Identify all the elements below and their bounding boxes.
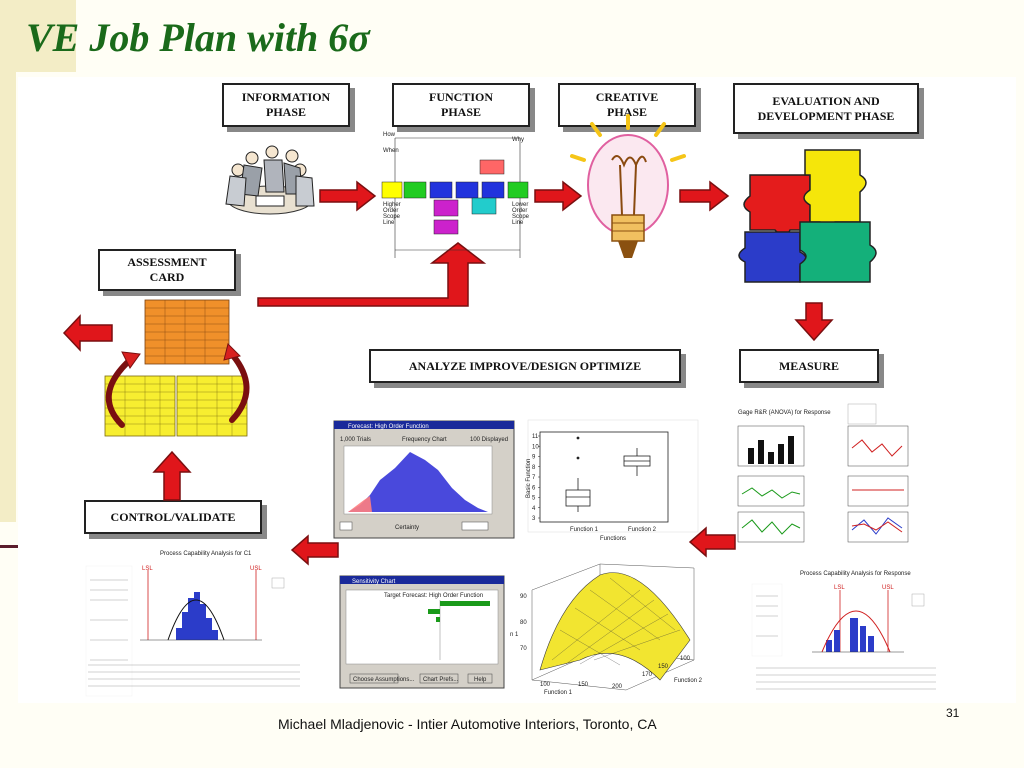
- surface-zlabel-70: 70: [520, 646, 527, 652]
- capability-right-title: Process Capability Analysis for Response: [800, 571, 911, 577]
- boxplot-ytick-label: 4: [532, 506, 536, 512]
- surface-xlabel-200: 200: [612, 684, 623, 690]
- control-validate-box: CONTROL/VALIDATE: [84, 500, 262, 534]
- capability-right-usl: USL: [882, 585, 894, 591]
- surface-plot: n 1 90 80 70 Function 1 100 150 200 Func…: [510, 563, 703, 696]
- arrow-to-orange-sheet: [62, 314, 113, 352]
- capability-left-chart: Process Capability Analysis for C1 LSL U…: [85, 551, 300, 697]
- capability-left-title: Process Capability Analysis for C1: [160, 551, 252, 557]
- surface-zlabel-90: 90: [520, 594, 527, 600]
- boxplot-cat-2: Function 2: [628, 527, 657, 533]
- sensitivity-window-title: Sensitivity Chart: [352, 579, 396, 585]
- boxplot-ytick-label: 11: [532, 434, 539, 440]
- surface-ylabel-100: 100: [680, 656, 691, 662]
- surface-xlabel-150: 150: [578, 682, 589, 688]
- function-phase-box: FUNCTION PHASE: [392, 83, 530, 127]
- arrow-control-to-sheets: [152, 450, 192, 501]
- page-number: 31: [946, 706, 960, 720]
- arrow-info-to-function: [319, 180, 377, 212]
- capability-right-lsl: LSL: [834, 585, 845, 591]
- boxplot-chart: Basic Function Functions 3 4 5 6 7 8 9 10 11 Fun…: [526, 419, 699, 542]
- boxplot-xlabel: Functions: [600, 536, 626, 542]
- boxplot-yticks: 3 4 5 6 7 8 9 10 11: [532, 434, 540, 522]
- capability-right-chart: Process Capability Analysis for Response…: [751, 571, 936, 690]
- information-phase-box: INFORMATION PHASE: [222, 83, 350, 127]
- fast-why-label: Why: [512, 137, 524, 143]
- boxplot-ytick-label: 10: [532, 444, 539, 450]
- boxplot-ytick-label: 9: [532, 455, 536, 461]
- histogram-chart-title: Frequency Chart: [402, 437, 447, 443]
- boxplot-ylabel: Basic Function: [526, 459, 532, 498]
- surface-axis-z: n 1: [510, 632, 519, 638]
- yellow-spreadsheet-right: [176, 375, 248, 437]
- surface-xlabel-100: 100: [540, 682, 551, 688]
- slide-title: VE Job Plan with 6σ: [26, 15, 370, 60]
- boxplot-ytick-label: 8: [532, 465, 536, 471]
- boxplot-ytick-label: 3: [532, 516, 536, 522]
- puzzle-icon: [738, 149, 877, 283]
- team-meeting-illustration: [225, 145, 315, 215]
- boxplot-ytick-label: 6: [532, 485, 536, 491]
- cream-corner: [16, 0, 76, 72]
- histogram-outliers: 100 Displayed: [470, 437, 508, 443]
- arrow-assessment-to-function: [257, 242, 487, 307]
- sensitivity-button-prefs: Chart Prefs...: [423, 677, 459, 683]
- histogram-window: Forecast: High Order Function 1,000 Tria…: [333, 420, 515, 539]
- arrow-function-to-creative: [534, 180, 583, 212]
- analyze-box: ANALYZE IMPROVE/DESIGN OPTIMIZE: [369, 349, 681, 383]
- arrow-creative-to-evaluation: [679, 180, 730, 212]
- sensitivity-button-choose: Choose Assumptions...: [353, 677, 415, 683]
- sensitivity-button-help: Help: [474, 677, 487, 683]
- surface-axis-x: Function 1: [544, 690, 573, 696]
- curved-arrow-heads: [121, 343, 241, 369]
- capability-left-usl: USL: [250, 566, 262, 572]
- histogram-trials: 1,000 Trials: [340, 437, 371, 443]
- gage-rr-title: Gage R&R (ANOVA) for Response: [738, 410, 831, 416]
- boxplot-cat-1: Function 1: [570, 527, 599, 533]
- boxplot-ytick-label: 5: [532, 496, 536, 502]
- sensitivity-target: Target Forecast: High Order Function: [384, 593, 483, 599]
- accent-line: [0, 545, 30, 548]
- orange-spreadsheet: [144, 299, 230, 365]
- slide-footer: Michael Mladjenovic - Intier Automotive …: [278, 716, 657, 732]
- curved-arrows: [105, 349, 250, 428]
- evaluation-phase-box: EVALUATION AND DEVELOPMENT PHASE: [733, 83, 919, 134]
- arrow-measure-to-analyze: [688, 526, 736, 558]
- capability-left-lsl: LSL: [142, 566, 153, 572]
- yellow-spreadsheet-left: [104, 375, 176, 437]
- arrow-evaluation-to-measure: [794, 302, 834, 342]
- surface-axis-y: Function 2: [674, 678, 703, 684]
- sensitivity-window: Sensitivity Chart Target Forecast: High …: [339, 575, 505, 689]
- measure-box: MEASURE: [739, 349, 879, 383]
- surface-ylabel-170: 170: [642, 672, 653, 678]
- lightbulb-icon: [570, 114, 686, 258]
- histogram-window-title: Forecast: High Order Function: [348, 424, 429, 430]
- surface-ylabel-150: 150: [658, 664, 669, 670]
- assessment-card-box: ASSESSMENT CARD: [98, 249, 236, 291]
- histogram-certainty: Certainty: [395, 525, 419, 531]
- fast-how-label: How: [383, 132, 396, 138]
- cream-sidebar: [0, 0, 16, 522]
- fast-when-label: When: [383, 148, 399, 154]
- boxplot-ytick-label: 7: [532, 475, 536, 481]
- arrow-to-control: [290, 534, 339, 566]
- gage-rr-chart: Gage R&R (ANOVA) for Response: [737, 403, 909, 543]
- surface-zlabel-80: 80: [520, 620, 527, 626]
